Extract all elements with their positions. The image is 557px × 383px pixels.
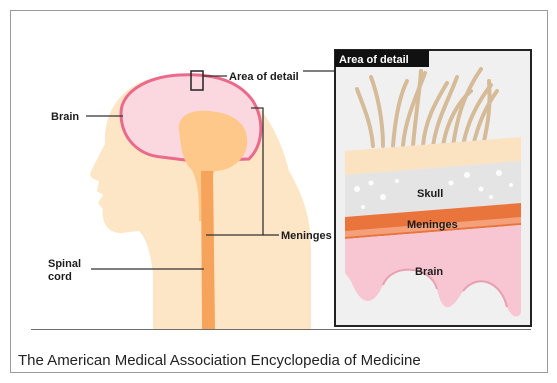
label-area-of-detail: Area of detail — [229, 71, 299, 83]
head-anatomy-illustration: Area of detail Brain Meninges Spinal cor… — [11, 11, 547, 329]
label-brain: Brain — [51, 111, 79, 123]
caption-divider — [31, 329, 531, 330]
spinal-cord — [201, 171, 215, 329]
inset-label-skull: Skull — [417, 188, 443, 200]
inset-panel: Area of detail Skull — [335, 50, 531, 326]
inset-title: Area of detail — [339, 54, 409, 66]
inset-label-brain: Brain — [415, 266, 443, 278]
inset-label-meninges: Meninges — [407, 219, 458, 231]
label-meninges: Meninges — [281, 230, 332, 242]
source-credit: The American Medical Association Encyclo… — [18, 352, 548, 370]
label-cord: cord — [48, 271, 72, 283]
label-spinal: Spinal — [48, 258, 81, 270]
